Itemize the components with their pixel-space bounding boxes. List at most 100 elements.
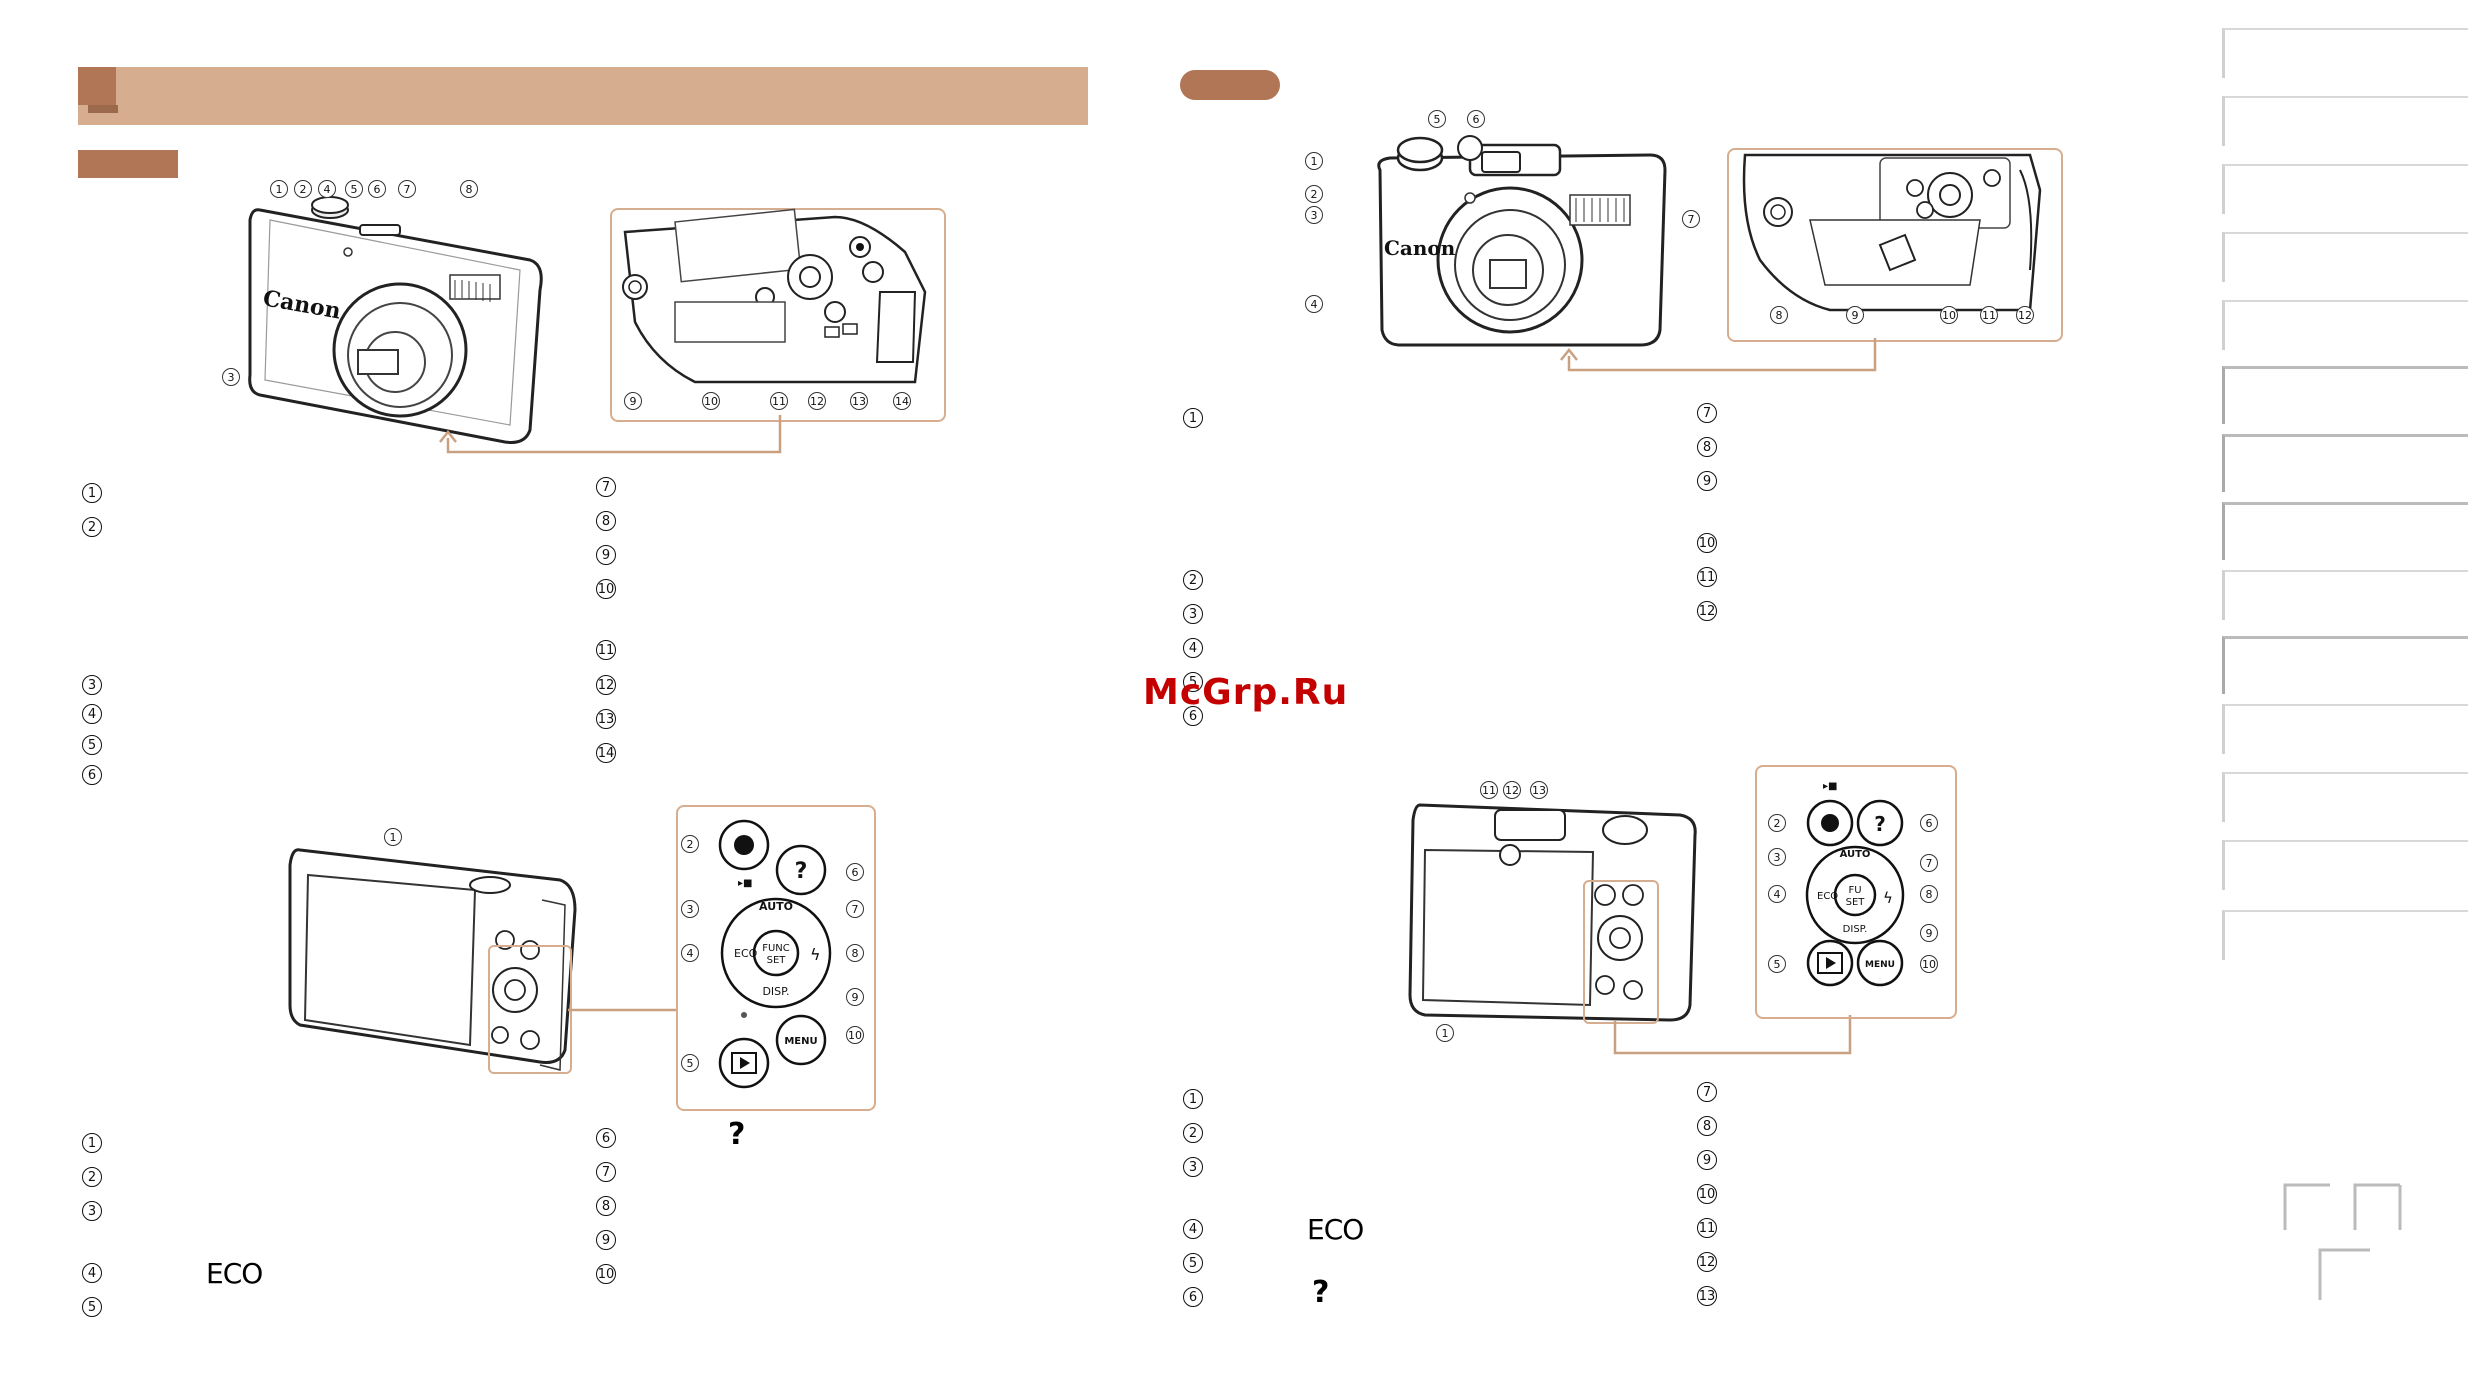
- set-label: SET: [1846, 897, 1866, 908]
- list-num: 3: [82, 675, 102, 695]
- callout-9: 9: [624, 392, 642, 410]
- list-num: 13: [1697, 1286, 1717, 1306]
- callout-11: 11: [1480, 781, 1498, 799]
- list-num: 9: [1697, 471, 1717, 491]
- nav-tab[interactable]: [2222, 840, 2468, 890]
- list-num: 1: [82, 1133, 102, 1153]
- help-icon: ?: [1312, 1275, 1330, 1310]
- callout-7: 7: [1682, 210, 1700, 228]
- list-num: 6: [596, 1128, 616, 1148]
- callout-11: 11: [1980, 306, 1998, 324]
- callout-3: 3: [681, 900, 699, 918]
- control-panel-box-left: [676, 805, 876, 1111]
- list-num: 4: [1183, 638, 1203, 658]
- list-num: 9: [1697, 1150, 1717, 1170]
- back-buttons-highlight-left: [488, 945, 572, 1074]
- control-panel-box-right: [1755, 765, 1957, 1019]
- list-num: 5: [1183, 672, 1203, 692]
- callout-7: 7: [398, 180, 416, 198]
- nav-tab[interactable]: [2222, 28, 2468, 78]
- callout-12: 12: [1503, 781, 1521, 799]
- callout-3: 3: [222, 368, 240, 386]
- page-nav-icons[interactable]: [2280, 1180, 2420, 1310]
- nav-tab[interactable]: [2222, 772, 2468, 822]
- callout-10: 10: [846, 1026, 864, 1044]
- nav-tab[interactable]: [2222, 232, 2468, 282]
- list-num: 7: [596, 477, 616, 497]
- list-num: 12: [596, 675, 616, 695]
- callout-1: 1: [1436, 1024, 1454, 1042]
- menu-label: MENU: [784, 1036, 817, 1047]
- nav-tab[interactable]: [2222, 910, 2468, 960]
- callout-10: 10: [1940, 306, 1958, 324]
- callout-3: 3: [1305, 206, 1323, 224]
- connector-right-front: [1560, 338, 1877, 372]
- svg-text:▸■: ▸■: [1823, 781, 1837, 792]
- control-panel-right: ▸■ ? AUTO ECO FU SET DISP. MENU ϟ: [1805, 781, 1905, 987]
- callout-5: 5: [681, 1054, 699, 1072]
- watermark-text: McGrp.Ru: [1143, 672, 1349, 713]
- list-num: 3: [1183, 1157, 1203, 1177]
- disp-label: DISP.: [762, 985, 789, 998]
- model-tab-left: [78, 150, 178, 178]
- callout-10: 10: [702, 392, 720, 410]
- callout-8: 8: [1920, 885, 1938, 903]
- camera-bottom-illustration-right: [1742, 153, 2042, 312]
- camera-bottom-box-right: [1727, 148, 2063, 342]
- callout-6: 6: [1467, 110, 1485, 128]
- list-num: 1: [82, 483, 102, 503]
- list-num: 5: [82, 1297, 102, 1317]
- section-header-bar: [78, 67, 1088, 125]
- disp-label: DISP.: [1843, 924, 1868, 935]
- camera-front-illustration-left: Canon: [248, 196, 543, 444]
- svg-text:▸■: ▸■: [738, 878, 752, 889]
- nav-tab-active[interactable]: [2222, 366, 2468, 424]
- list-num: 10: [596, 1264, 616, 1284]
- nav-tab[interactable]: [2222, 704, 2468, 754]
- list-num: 7: [596, 1162, 616, 1182]
- callout-2: 2: [1768, 814, 1786, 832]
- callout-9: 9: [1920, 924, 1938, 942]
- callout-7: 7: [846, 900, 864, 918]
- canon-logo-right: Canon: [1384, 236, 1456, 260]
- list-num: 2: [1183, 570, 1203, 590]
- set-label: SET: [767, 955, 787, 966]
- callout-4: 4: [681, 944, 699, 962]
- callout-4: 4: [318, 180, 336, 198]
- list-num: 11: [1697, 567, 1717, 587]
- list-num: 4: [82, 704, 102, 724]
- callout-9: 9: [1846, 306, 1864, 324]
- callout-2: 2: [681, 835, 699, 853]
- callout-2: 2: [1305, 185, 1323, 203]
- list-num: 3: [1183, 604, 1203, 624]
- nav-tab[interactable]: [2222, 570, 2468, 620]
- list-num: 5: [82, 735, 102, 755]
- svg-text:ϟ: ϟ: [810, 945, 821, 964]
- nav-tab-active[interactable]: [2222, 434, 2468, 492]
- callout-5: 5: [345, 180, 363, 198]
- list-num: 7: [1697, 1082, 1717, 1102]
- eco-label: ECO: [734, 947, 758, 960]
- callout-8: 8: [460, 180, 478, 198]
- callout-5: 5: [1768, 955, 1786, 973]
- callout-7: 7: [1920, 854, 1938, 872]
- nav-tab-active[interactable]: [2222, 502, 2468, 560]
- nav-tab[interactable]: [2222, 300, 2468, 350]
- list-num: 1: [1183, 408, 1203, 428]
- help-button-label: ?: [1874, 812, 1886, 836]
- menu-label: MENU: [1865, 960, 1895, 970]
- camera-back-illustration-right: [1408, 803, 1697, 1022]
- camera-front-illustration-right: Canon: [1377, 135, 1667, 347]
- list-num: 1: [1183, 1089, 1203, 1109]
- section-header-marker-shadow: [88, 105, 118, 113]
- nav-tab-active[interactable]: [2222, 636, 2468, 694]
- callout-1: 1: [1305, 152, 1323, 170]
- list-num: 12: [1697, 601, 1717, 621]
- list-num: 11: [596, 640, 616, 660]
- callout-5: 5: [1428, 110, 1446, 128]
- nav-tab[interactable]: [2222, 164, 2468, 214]
- nav-tab[interactable]: [2222, 96, 2468, 146]
- help-icon: ?: [728, 1117, 746, 1152]
- list-num: 11: [1697, 1218, 1717, 1238]
- callout-6: 6: [368, 180, 386, 198]
